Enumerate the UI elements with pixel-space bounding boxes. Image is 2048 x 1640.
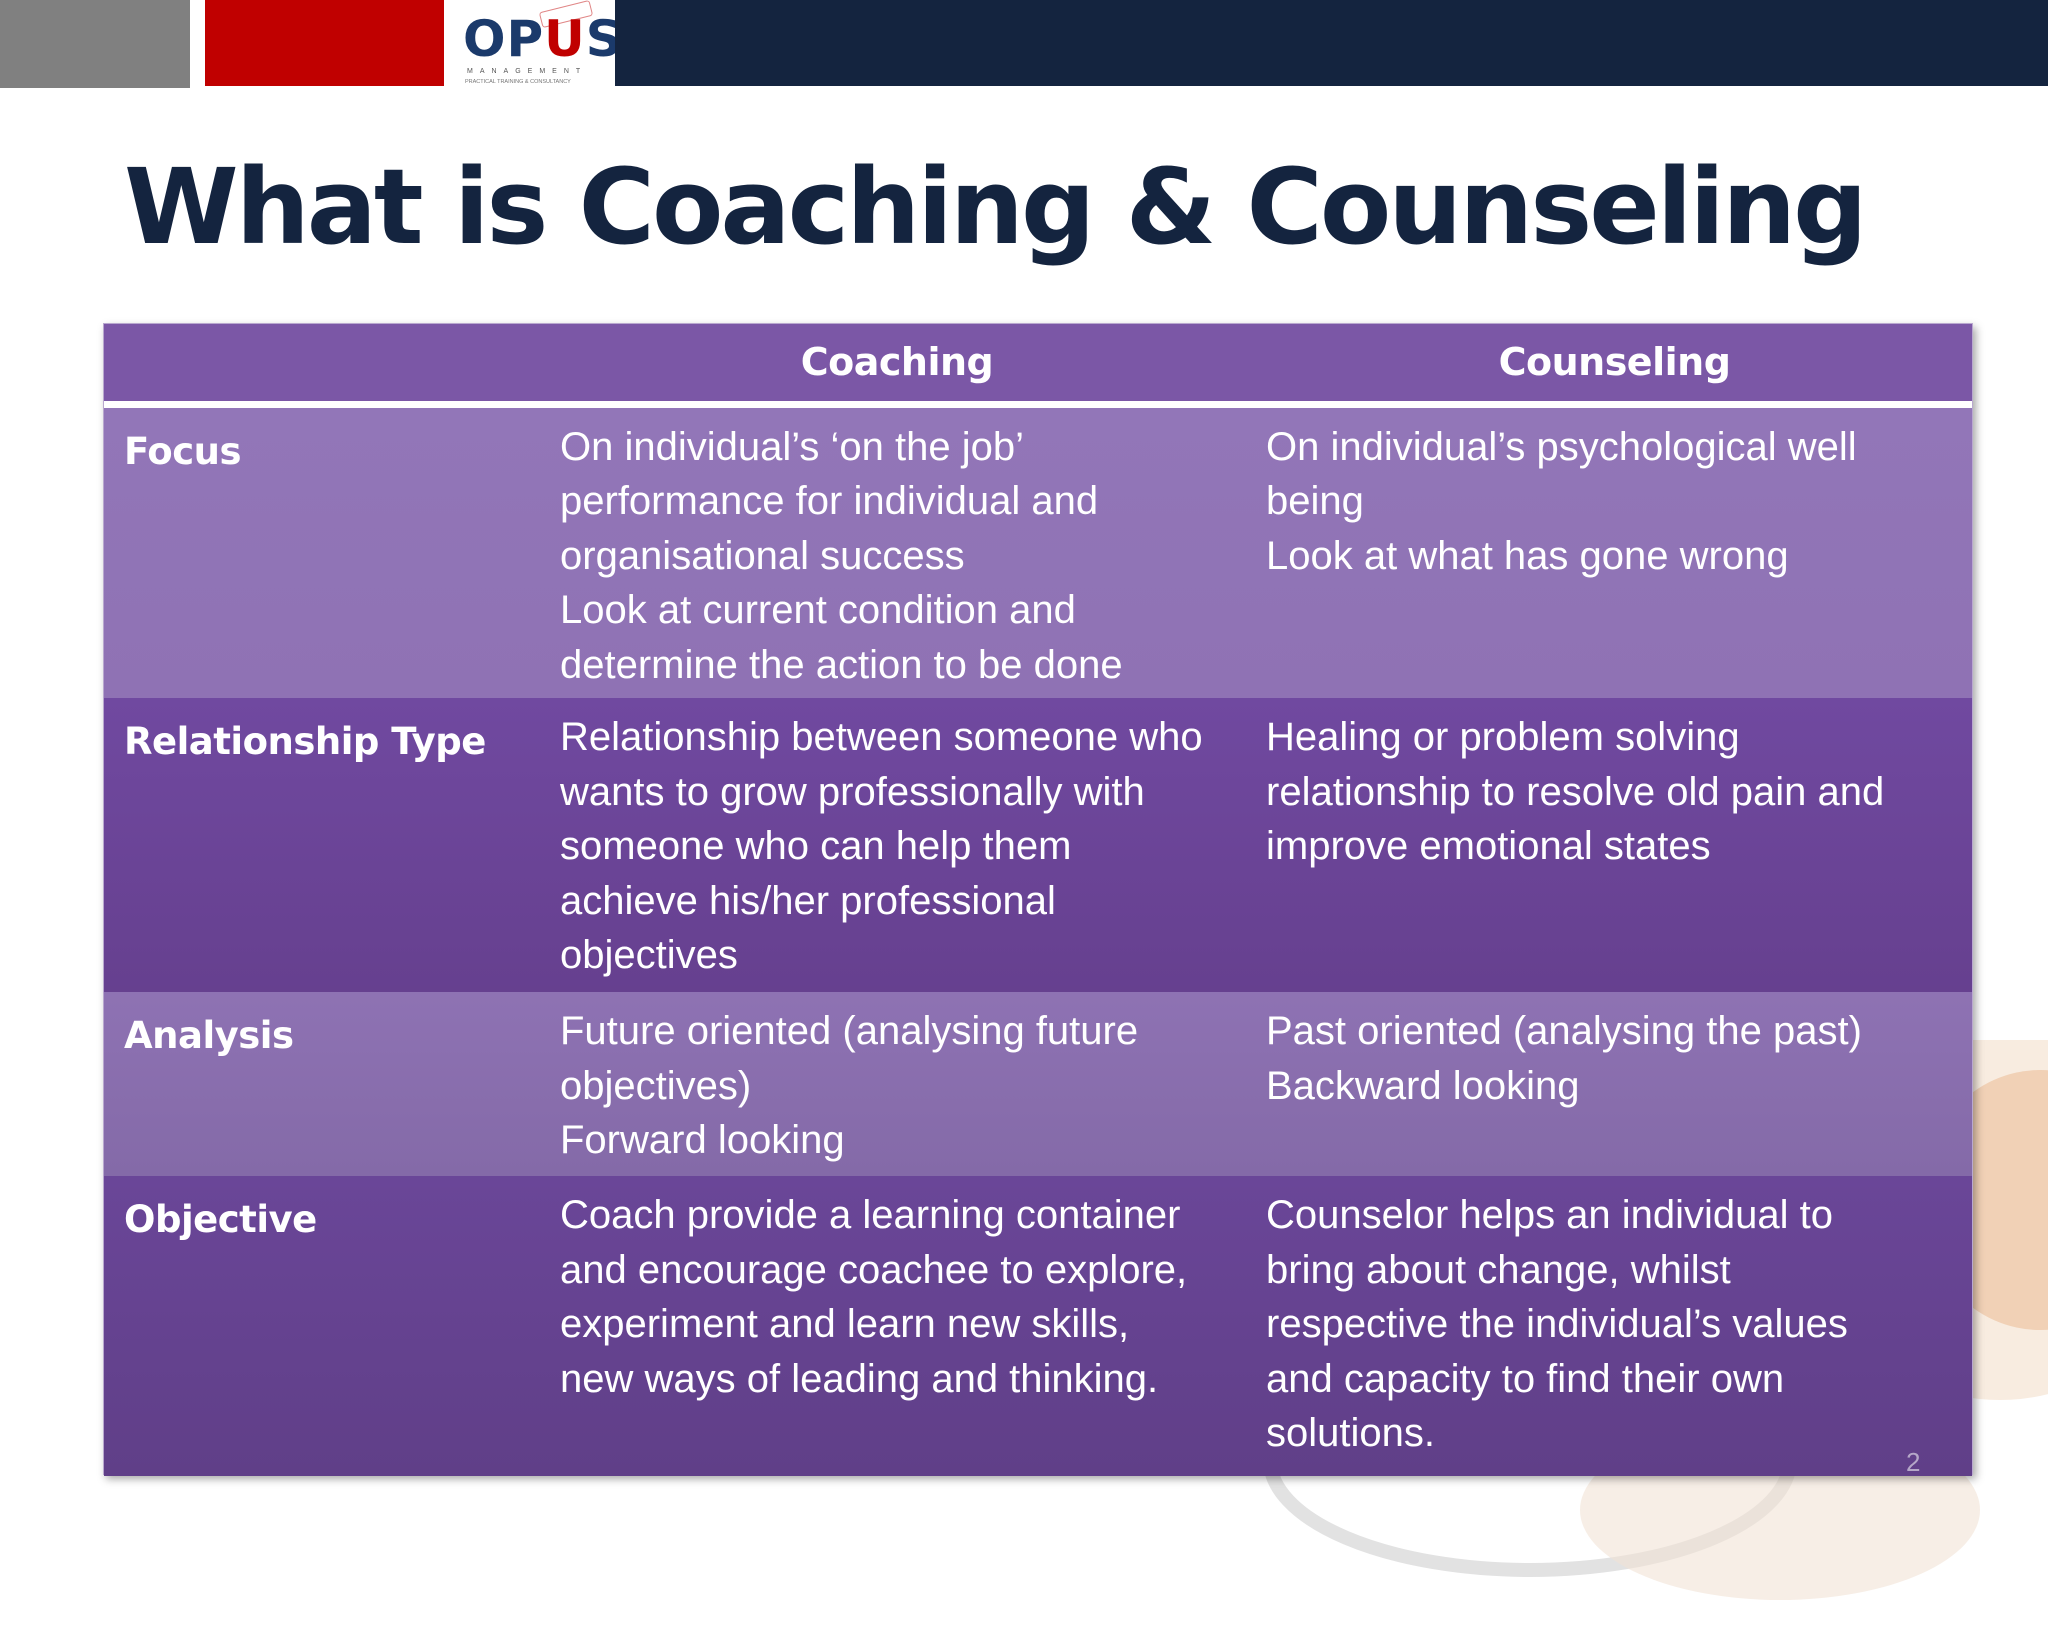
counseling-text-line: Healing or problem solving [1266,715,1740,759]
coaching-cell: Coach provide a learning container and en… [537,1176,1257,1476]
coaching-text-line: and encourage coachee to explore, [560,1247,1188,1292]
counseling-text-line: relationship to resolve old pain and [1266,769,1885,814]
coaching-text-line: Future oriented (analysing future [560,1009,1139,1053]
logo-word-start: OP [463,10,545,68]
logo-tagline: PRACTICAL TRAINING & CONSULTANCY [465,79,571,85]
coaching-text-line: experiment and learn new skills, [560,1302,1130,1346]
coaching-cell: Future oriented (analysing future objecti… [537,992,1257,1176]
coaching-text-line: objectives) [560,1063,752,1108]
header-gray-block [0,0,190,88]
counseling-text-line: Look at what has gone wrong [1266,533,1789,578]
counseling-cell: Healing or problem solving relationship t… [1257,698,1972,992]
table-header-row: Coaching Counseling [104,324,1972,408]
table-row: Objective Coach provide a learning contai… [104,1176,1972,1476]
coaching-text-line: new ways of leading and thinking. [560,1356,1159,1401]
comparison-table: Coaching Counseling Focus On individual’s… [103,323,1973,1476]
row-label: Focus [124,429,242,473]
counseling-text-line: Counselor helps an individual to [1266,1193,1834,1237]
logo-wordmark: OPUS [463,14,623,64]
row-label: Objective [124,1198,317,1241]
counseling-cell: Past oriented (analysing the past) Backwa… [1257,992,1972,1176]
counseling-text-line: being [1266,479,1364,523]
header-bar: OPUS MANAGEMENT PRACTICAL TRAINING & CON… [0,0,2048,88]
logo-word-u: U [544,10,586,68]
table-row: Focus On individual’s ‘on the job’ perform… [104,404,1972,698]
coaching-text-line: Relationship between someone who [560,715,1203,759]
coaching-text-line: Look at current condition and [560,588,1076,632]
coaching-cell: On individual’s ‘on the job’ performance … [537,404,1257,698]
counseling-text-line: respective the individual’s values [1266,1302,1848,1346]
counseling-text-line: Past oriented (analysing the past) [1266,1009,1862,1053]
coaching-text-line: achieve his/her professional [560,878,1056,923]
header-cell-coaching: Coaching [537,324,1257,408]
header-cell-blank [104,324,537,408]
header-cell-counseling: Counseling [1257,324,1972,408]
row-label: Analysis [124,1014,294,1057]
counseling-text-line: and capacity to find their own [1266,1356,1785,1401]
page-number: 2 [1906,1447,1921,1477]
coaching-text-line: performance for individual and [560,479,1099,523]
header-red-block [205,0,444,86]
coaching-text-line: Coach provide a learning container [560,1193,1181,1237]
coaching-text-line: wants to grow professionally with [560,769,1145,814]
counseling-text-line: solutions. [1266,1411,1435,1455]
coaching-text-line: determine the action to be done [560,642,1123,687]
table-row: Analysis Future oriented (analysing futur… [104,992,1972,1176]
counseling-text-line: Backward looking [1266,1063,1580,1108]
counseling-text-line: improve emotional states [1266,824,1711,868]
slide-title: What is Coaching & Counseling [124,146,1868,268]
coaching-cell: Relationship between someone who wants to… [537,698,1257,992]
coaching-text-line: objectives [560,933,738,977]
counseling-text-line: On individual’s psychological well [1266,424,1857,469]
header-navy-block [615,0,2048,86]
logo-subtitle: MANAGEMENT [467,68,588,75]
counseling-text-line: bring about change, whilst [1266,1247,1731,1292]
coaching-text-line: Forward looking [560,1118,845,1162]
coaching-text-line: On individual’s ‘on the job’ [560,424,1025,469]
row-label: Relationship Type [124,720,486,763]
counseling-cell: Counselor helps an individual to bring ab… [1257,1176,1972,1476]
coaching-text-line: someone who can help them [560,824,1072,868]
company-logo: OPUS MANAGEMENT PRACTICAL TRAINING & CON… [445,0,622,88]
coaching-text-line: organisational success [560,533,965,578]
table-row: Relationship Type Relationship between so… [104,698,1972,992]
